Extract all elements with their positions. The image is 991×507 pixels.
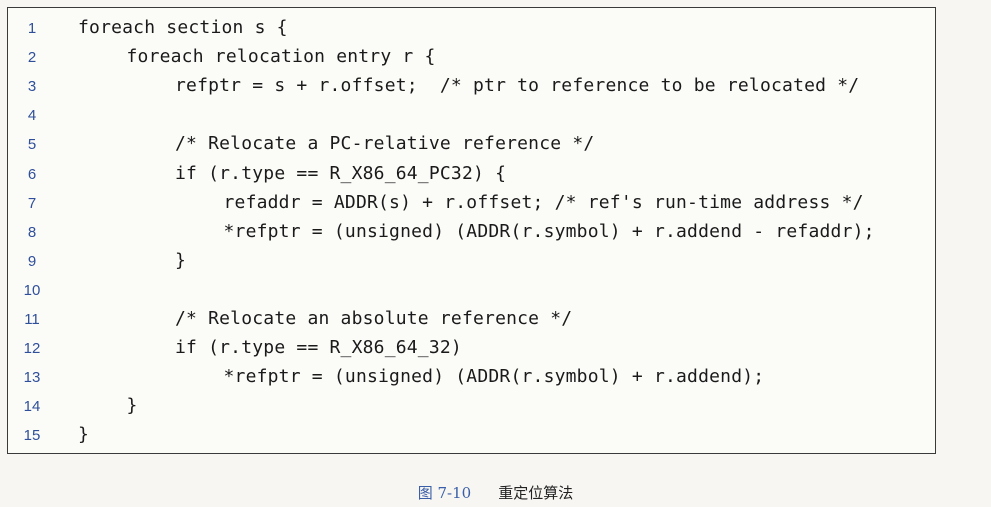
- figure-title: 重定位算法: [498, 484, 574, 502]
- line-number: 4: [27, 107, 37, 125]
- code-line: 1 foreach section s {: [8, 15, 935, 44]
- code-line: 5 /* Relocate a PC-relative reference */: [8, 131, 935, 160]
- line-number: 5: [27, 136, 37, 154]
- code-line: 15}: [8, 422, 935, 451]
- code-line: 9}: [8, 248, 935, 277]
- line-code: foreach section s {: [78, 17, 288, 38]
- code-line: 13 *refptr = (unsigned) (ADDR(r.symbol) +…: [8, 364, 935, 393]
- line-code: /* Relocate an absolute reference */: [175, 308, 573, 329]
- line-number: 9: [27, 252, 37, 270]
- line-number: 15: [23, 427, 41, 445]
- code-line: 6 if (r.type == R_X86_64_PC32) {: [8, 161, 935, 190]
- code-line: 14}: [8, 393, 935, 422]
- code-line: 3 refptr = s + r.offset; /* ptr to refere…: [8, 73, 935, 102]
- line-code: if (r.type == R_X86_64_32): [175, 337, 462, 359]
- line-number: 8: [27, 223, 37, 241]
- line-number: 3: [27, 78, 37, 96]
- code-line: 4: [8, 102, 935, 131]
- line-number: 7: [27, 194, 37, 212]
- figure-number: 图 7-10: [417, 484, 472, 502]
- line-number: 2: [27, 49, 37, 67]
- line-code: /* Relocate a PC-relative reference */: [175, 133, 595, 155]
- code-line: 11 /* Relocate an absolute reference */: [8, 306, 935, 335]
- code-line: 8 *refptr = (unsigned) (ADDR(r.symbol) + …: [8, 219, 935, 248]
- line-number: 14: [23, 398, 41, 416]
- line-code: }: [175, 249, 187, 271]
- line-code: foreach relocation entry r {: [126, 46, 436, 68]
- line-number: 1: [27, 20, 37, 37]
- code-line: 10: [8, 277, 935, 306]
- line-number: 6: [27, 165, 37, 183]
- figure-caption: 图 7-10 重定位算法: [0, 482, 991, 503]
- code-line: 2 foreach relocation entry r {: [8, 44, 935, 73]
- line-code: }: [126, 395, 138, 417]
- line-number: 13: [23, 369, 41, 387]
- code-line: 12 if (r.type == R_X86_64_32): [8, 335, 935, 364]
- line-code: refptr = s + r.offset; /* ptr to referen…: [175, 75, 860, 97]
- code-line: 7 refaddr = ADDR(s) + r.offset; /* ref's …: [8, 190, 935, 219]
- line-code: *refptr = (unsigned) (ADDR(r.symbol) + r…: [223, 366, 765, 388]
- line-code: refaddr = ADDR(s) + r.offset; /* ref's r…: [223, 191, 864, 213]
- code-listing: 1 foreach section s { 2 foreach relocation …: [7, 7, 936, 454]
- line-number: 10: [23, 281, 41, 299]
- line-number: 11: [24, 311, 40, 328]
- line-code: }: [78, 424, 90, 446]
- line-code: if (r.type == R_X86_64_PC32) {: [175, 162, 507, 184]
- line-code: *refptr = (unsigned) (ADDR(r.symbol) + r…: [223, 220, 875, 242]
- line-number: 12: [23, 340, 41, 358]
